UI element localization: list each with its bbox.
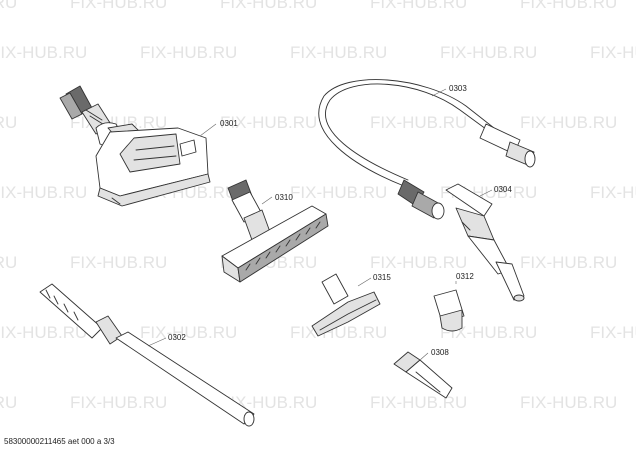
label-0303: 0303 [449, 84, 467, 93]
watermark-text: FIX-HUB.RU [0, 323, 87, 342]
watermark-text: FIX-HUB.RU [520, 0, 617, 12]
part-0310-parquet-brush[interactable] [221, 179, 329, 283]
part-0304-hose-handle[interactable] [445, 183, 525, 302]
watermark-text: FIX-HUB.RU [0, 183, 87, 202]
watermark-text: FIX-HUB.RU [590, 43, 636, 62]
part-0302-telescopic-tube[interactable] [39, 283, 255, 427]
label-0315: 0315 [373, 273, 391, 282]
part-0303-suction-hose[interactable] [318, 79, 536, 220]
label-0310: 0310 [275, 193, 293, 202]
watermark-text: FIX-HUB.RU [370, 393, 467, 412]
watermark-text: FIX-HUB.RU [0, 253, 17, 272]
watermark-text: FIX-HUB.RU [70, 253, 167, 272]
watermark-text: FIX-HUB.RU [520, 253, 617, 272]
label-0312: 0312 [456, 272, 474, 281]
label-0304: 0304 [494, 185, 512, 194]
label-0302: 0302 [168, 333, 186, 342]
watermark-text: FIX-HUB.RU [290, 183, 387, 202]
watermark-text: FIX-HUB.RU [370, 0, 467, 12]
watermark-text: FIX-HUB.RU [590, 183, 636, 202]
watermark-text: FIX-HUB.RU [520, 393, 617, 412]
leader-lines [147, 88, 493, 361]
document-footer: 58300000211465 aet 000 a 3/3 [4, 437, 115, 446]
watermark-text: FIX-HUB.RU [70, 393, 167, 412]
watermark-text: FIX-HUB.RU [140, 43, 237, 62]
watermark-text: FIX-HUB.RU [0, 393, 17, 412]
watermark-text: FIX-HUB.RU [440, 323, 537, 342]
label-0301: 0301 [220, 119, 238, 128]
watermark-text: FIX-HUB.RU [370, 253, 467, 272]
watermark-layer: FIX-HUB.RU FIX-HUB.RU FIX-HUB.RU FIX-HUB.RU… [0, 0, 636, 412]
watermark-text: FIX-HUB.RU [70, 0, 167, 12]
watermark-text: FIX-HUB.RU [140, 323, 237, 342]
part-0315-upholstery-nozzle[interactable] [311, 273, 381, 337]
watermark-text: FIX-HUB.RU [220, 0, 317, 12]
label-0308: 0308 [431, 348, 449, 357]
watermark-text: FIX-HUB.RU [0, 43, 87, 62]
part-labels: 0301 0310 0303 0304 0302 0315 0312 0308 [168, 84, 512, 357]
part-0308-crevice-tool[interactable] [393, 351, 453, 399]
watermark-text: FIX-HUB.RU [440, 43, 537, 62]
watermark-text: FIX-HUB.RU [520, 113, 617, 132]
watermark-text: FIX-HUB.RU [0, 0, 17, 12]
watermark-text: FIX-HUB.RU [590, 323, 636, 342]
watermark-text: FIX-HUB.RU [290, 43, 387, 62]
part-0301-turbo-floor-nozzle[interactable] [59, 85, 211, 207]
watermark-text: FIX-HUB.RU [220, 113, 317, 132]
watermark-text: FIX-HUB.RU [0, 113, 17, 132]
watermark-text: FIX-HUB.RU [370, 113, 467, 132]
part-0312-nozzle-clip[interactable] [433, 289, 465, 332]
